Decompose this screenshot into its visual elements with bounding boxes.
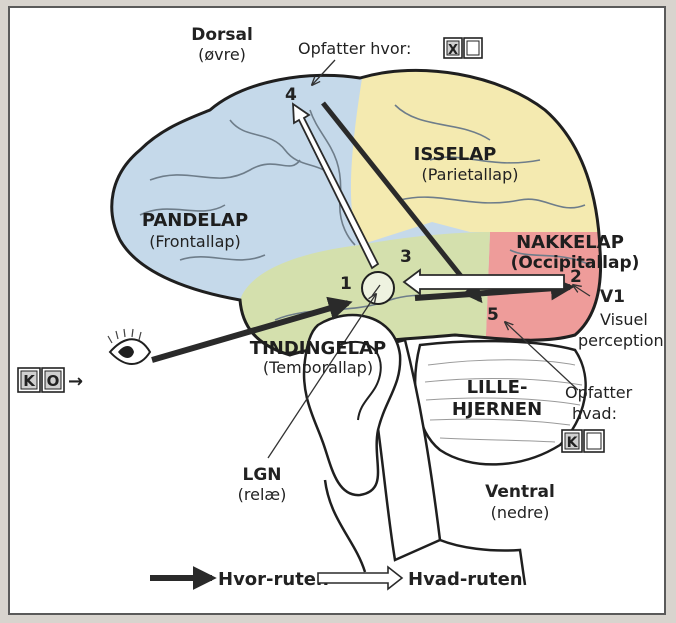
where-checkbox-2-inner	[467, 41, 479, 55]
dorsal-label: Dorsal	[191, 25, 253, 45]
cerebellum-label-2: HJERNEN	[452, 399, 542, 420]
where-checkbox-1-mark: X	[448, 43, 458, 58]
parietal-label: ISSELAP	[414, 144, 497, 165]
legend-what-arrow	[318, 567, 402, 589]
what-checkbox-2-inner	[587, 433, 601, 449]
lgn-sublabel: (relæ)	[238, 485, 287, 504]
what-checkbox-1-mark: K	[567, 435, 579, 451]
where-prompt: Opfatter hvor:	[298, 39, 411, 58]
eye-checkbox-1-mark: K	[23, 372, 36, 390]
eye-input-arrow: →	[68, 371, 83, 392]
point-5-label: 5	[487, 305, 499, 325]
point-2-label: 2	[570, 267, 582, 287]
eye-icon	[108, 329, 150, 364]
dorsal-sublabel: (øvre)	[198, 45, 246, 64]
point-3-label: 3	[400, 247, 412, 267]
what-prompt-1: Opfatter	[565, 383, 633, 402]
parietal-sublabel: (Parietallap)	[421, 165, 518, 184]
cerebellum-label-1: LILLE-	[467, 377, 528, 398]
legend-where-label: Hvor-ruten	[218, 569, 329, 590]
frontal-label: PANDELAP	[142, 210, 248, 231]
frontal-sublabel: (Frontallap)	[149, 232, 241, 251]
point-4-label: 4	[285, 85, 297, 105]
eye-checkbox-2-mark: O	[47, 372, 60, 390]
v1-sublabel-1: Visuel	[600, 310, 648, 329]
legend-what-label: Hvad-ruten	[408, 569, 523, 590]
v1-label: V1	[600, 287, 625, 307]
v1-sublabel-2: perception	[578, 331, 664, 350]
ventral-label: Ventral	[485, 482, 555, 502]
legend: Hvor-ruten Hvad-ruten	[150, 567, 523, 590]
occipital-label: NAKKELAP	[516, 232, 624, 253]
point-1-label: 1	[340, 274, 352, 294]
temporal-sublabel: (Temporallap)	[263, 358, 373, 377]
lgn-label: LGN	[242, 465, 281, 485]
temporal-label: TINDINGELAP	[250, 338, 386, 359]
ventral-sublabel: (nedre)	[491, 503, 550, 522]
what-prompt-2: hvad:	[572, 404, 617, 423]
